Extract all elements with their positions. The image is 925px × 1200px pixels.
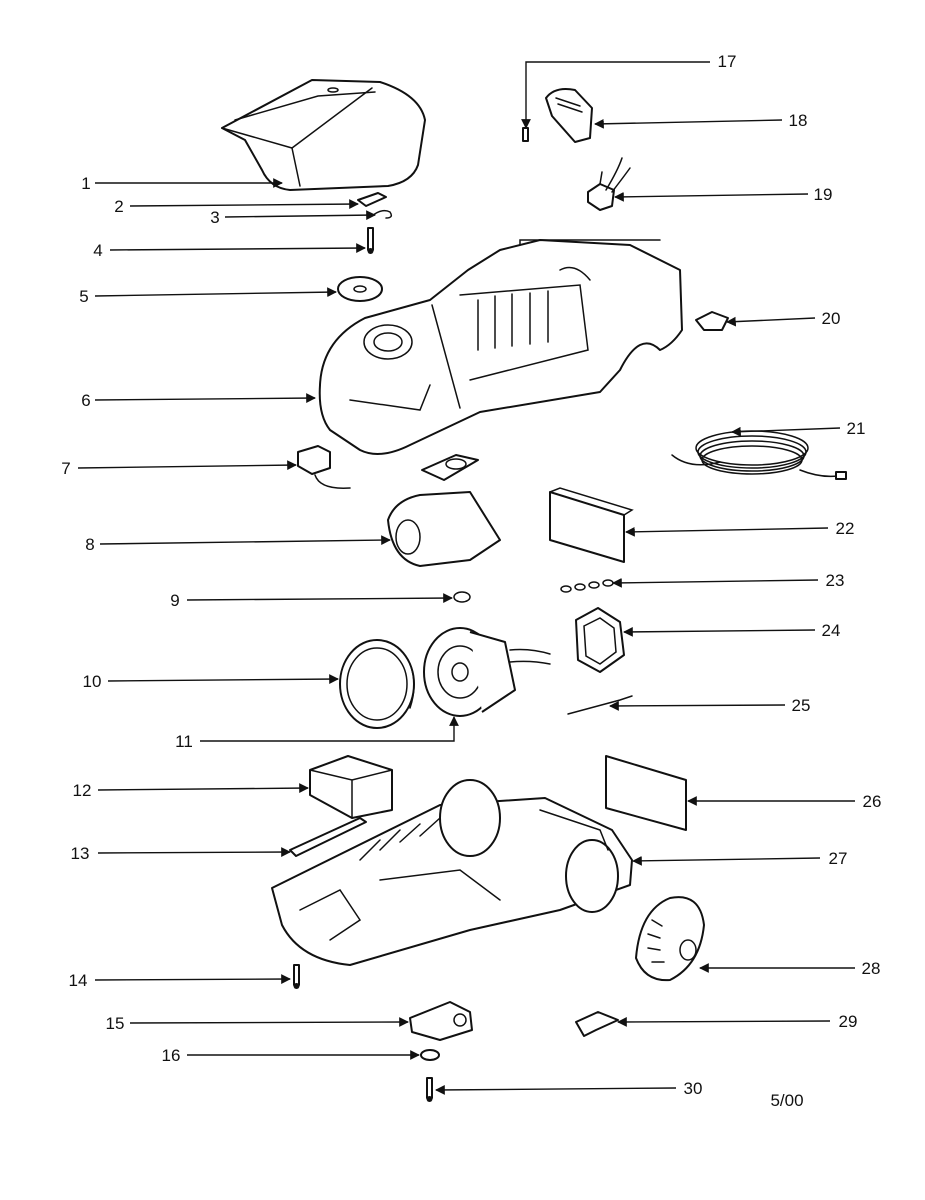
callout-19: 19 <box>814 185 833 204</box>
callout-15: 15 <box>106 1014 125 1033</box>
part-20-clip <box>695 311 729 331</box>
part-1-top-cover <box>221 79 426 191</box>
part-10-filter-ring <box>339 639 415 729</box>
callout-14: 14 <box>69 971 88 990</box>
part-22-filter-pad <box>549 487 634 563</box>
callout-21: 21 <box>847 419 866 438</box>
part-7-connector <box>297 445 351 489</box>
part-17-pin <box>522 127 529 142</box>
part-27-lower-housing <box>271 779 633 966</box>
leader-lines <box>77 61 855 1095</box>
part-14-screw <box>293 964 300 989</box>
callout-1: 1 <box>81 174 90 193</box>
part-2-latch <box>357 192 387 207</box>
callout-2: 2 <box>114 197 123 216</box>
part-29-latch <box>575 1011 619 1037</box>
part-9-clip <box>453 591 471 603</box>
part-8-motor-mount <box>387 454 501 567</box>
callout-9: 9 <box>170 591 179 610</box>
callout-5: 5 <box>79 287 88 306</box>
callout-30: 30 <box>684 1079 703 1098</box>
part-19-switch <box>587 157 631 211</box>
part-23-grommets <box>560 579 614 593</box>
callout-4: 4 <box>93 241 102 260</box>
part-13-strip <box>289 817 367 857</box>
callout-7: 7 <box>61 459 70 478</box>
part-21-cord <box>671 430 847 480</box>
part-4-screw <box>367 227 374 254</box>
callout-27: 27 <box>829 849 848 868</box>
callout-23: 23 <box>826 571 845 590</box>
callout-10: 10 <box>83 672 102 691</box>
part-6-upper-housing <box>318 239 683 455</box>
part-25-wire <box>567 695 633 715</box>
callout-28: 28 <box>862 959 881 978</box>
date-stamp: 5/00 <box>770 1091 803 1110</box>
part-28-wheel-cover <box>635 896 705 982</box>
part-5-washer <box>337 276 383 302</box>
callout-18: 18 <box>789 111 808 130</box>
callout-25: 25 <box>792 696 811 715</box>
callout-16: 16 <box>162 1046 181 1065</box>
callout-6: 6 <box>81 391 90 410</box>
part-30-screw <box>426 1077 433 1102</box>
part-18-switch-button <box>545 88 593 143</box>
callout-26: 26 <box>863 792 882 811</box>
part-26-pad <box>605 755 687 831</box>
part-12-pad <box>309 755 393 819</box>
callout-24: 24 <box>822 621 841 640</box>
part-3-spring <box>371 209 393 219</box>
callout-17: 17 <box>718 52 737 71</box>
callout-labels: 1 2 3 4 5 6 7 8 9 10 11 12 13 14 15 16 1… <box>61 52 881 1098</box>
part-15-bracket <box>409 1001 473 1041</box>
callout-20: 20 <box>822 309 841 328</box>
callout-8: 8 <box>85 535 94 554</box>
callout-29: 29 <box>839 1012 858 1031</box>
part-11-motor <box>423 627 551 717</box>
callout-3: 3 <box>210 208 219 227</box>
callout-22: 22 <box>836 519 855 538</box>
callout-11: 11 <box>175 732 193 751</box>
callout-12: 12 <box>73 781 92 800</box>
part-24-gasket <box>575 607 625 673</box>
callout-13: 13 <box>71 844 90 863</box>
part-16-washer <box>420 1049 440 1061</box>
